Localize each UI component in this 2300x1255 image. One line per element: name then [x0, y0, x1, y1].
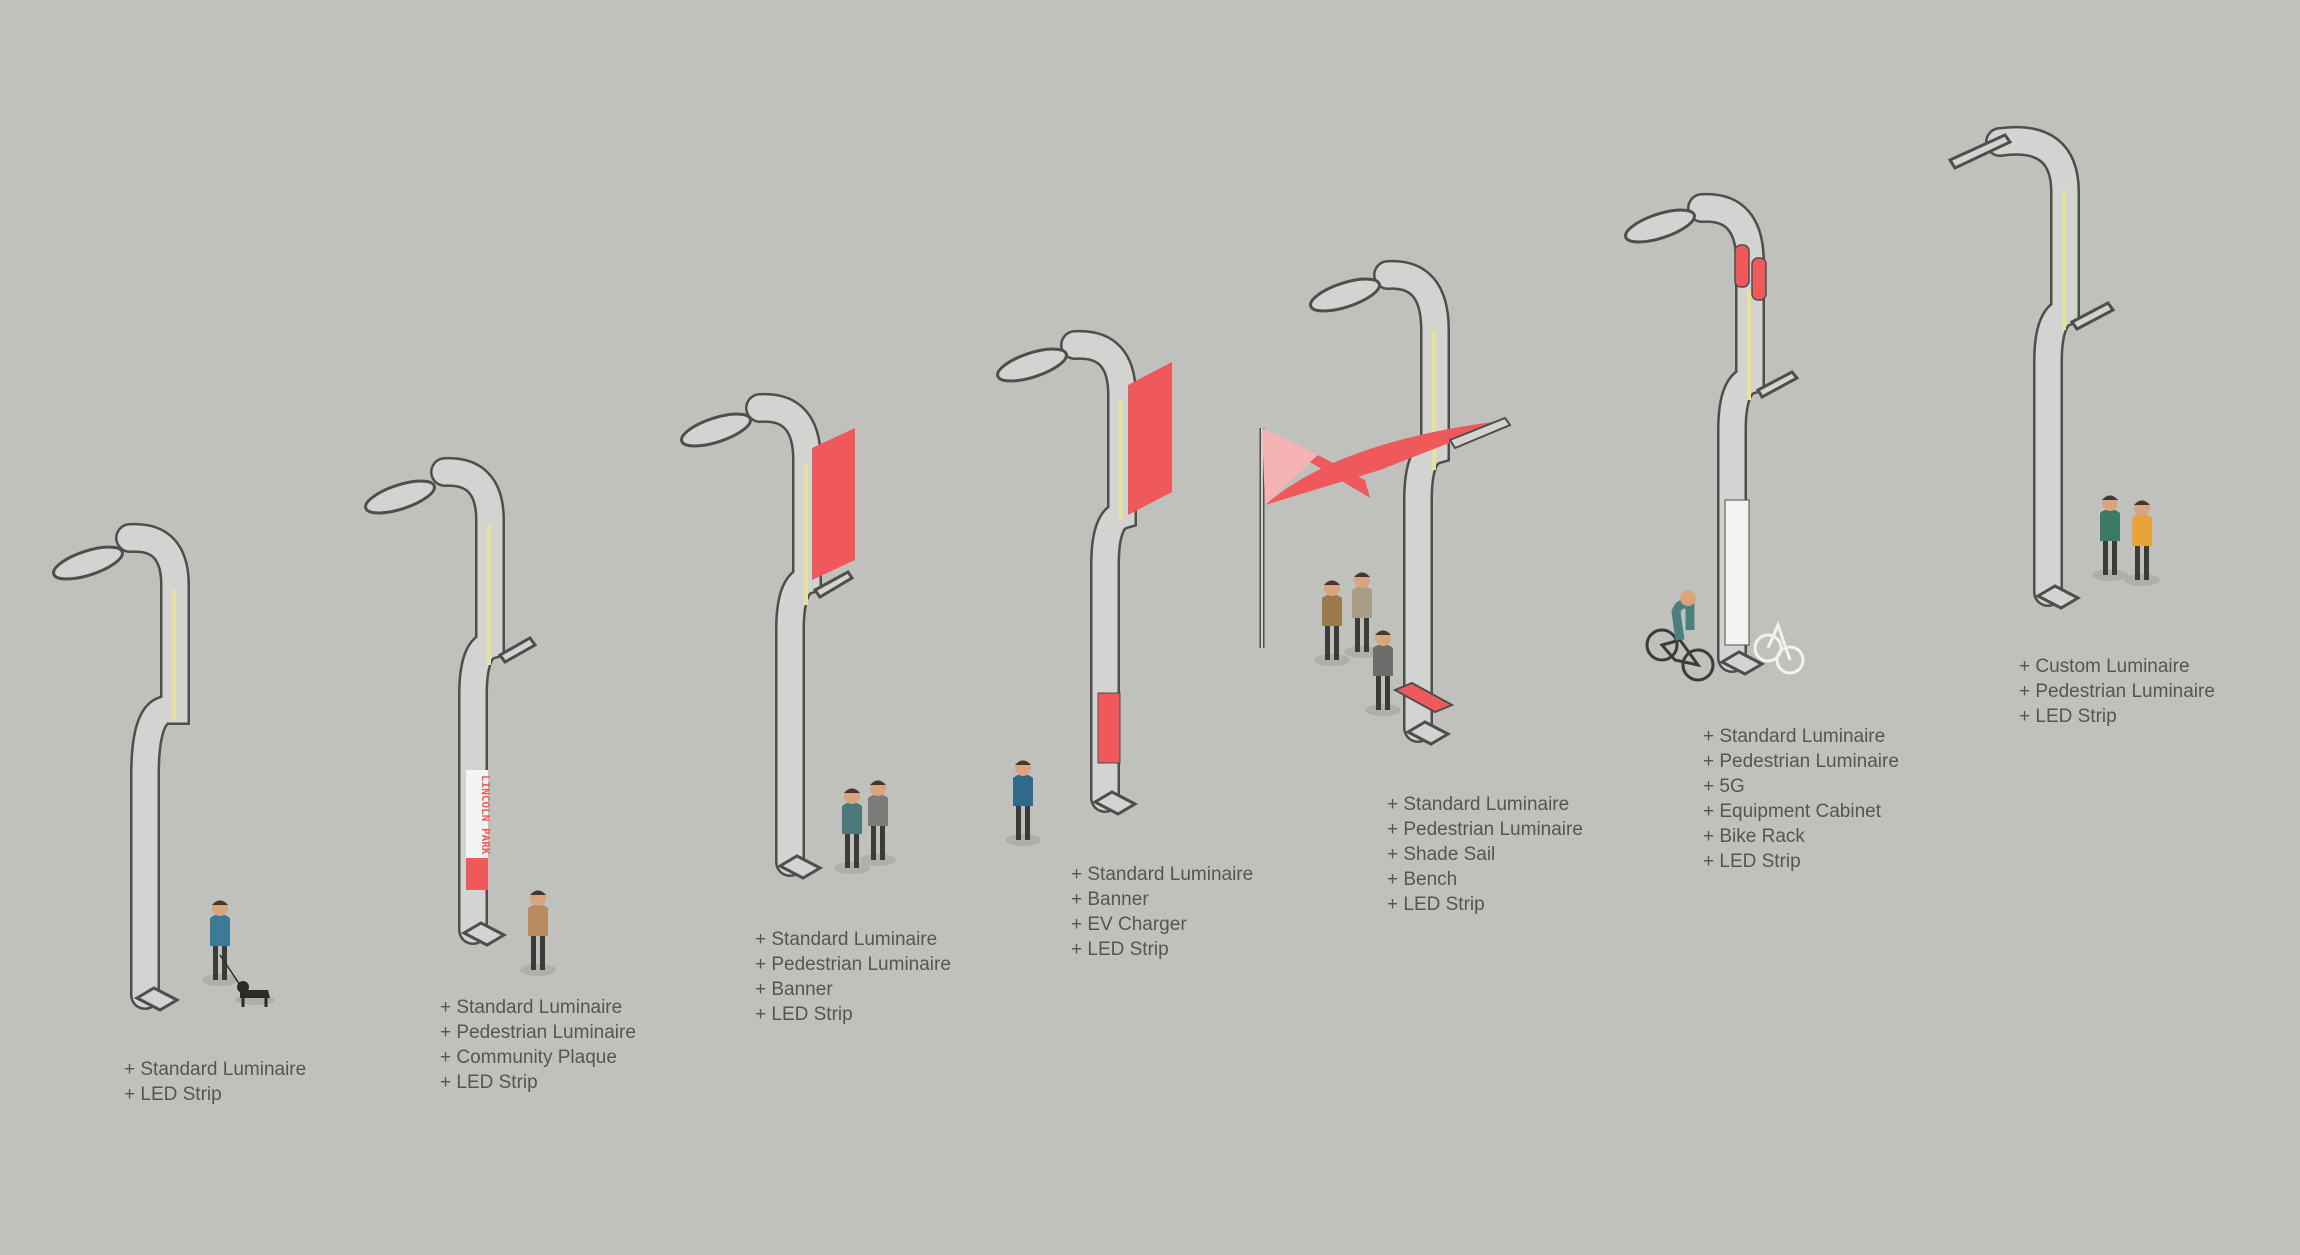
community-plaque: LINCOLN PARK	[466, 770, 492, 890]
pole-6	[1624, 192, 1805, 682]
person-icon	[520, 890, 556, 976]
plaque-text: LINCOLN PARK	[479, 775, 492, 855]
pole-3	[680, 392, 896, 880]
feature-label: + Equipment Cabinet	[1703, 801, 1881, 822]
ev-charger-icon	[1097, 692, 1121, 764]
street-lamp-icon	[1624, 208, 1696, 244]
shade-sail-icon	[1259, 416, 1512, 648]
person-icon	[2124, 500, 2160, 586]
street-lamp-icon	[1309, 277, 1381, 313]
caption-pole-3: + Standard Luminaire + Pedestrian Lumina…	[755, 927, 951, 1027]
feature-label: + LED Strip	[1071, 939, 1169, 960]
feature-label: + Standard Luminaire	[755, 929, 938, 950]
feature-label: + Pedestrian Luminaire	[1703, 751, 1899, 772]
feature-label: + LED Strip	[1387, 894, 1485, 915]
bench-icon	[1392, 681, 1455, 714]
caption-pole-6: + Standard Luminaire + Pedestrian Lumina…	[1703, 724, 1899, 874]
equipment-cabinet-icon	[1724, 499, 1750, 646]
feature-label: + Standard Luminaire	[440, 997, 623, 1018]
street-lamp-icon	[680, 412, 752, 448]
feature-label: + EV Charger	[1071, 914, 1187, 935]
feature-label: + Pedestrian Luminaire	[1387, 819, 1583, 840]
feature-label: + LED Strip	[2019, 706, 2117, 727]
feature-label: + Standard Luminaire	[1387, 794, 1570, 815]
feature-label: + LED Strip	[1703, 851, 1801, 872]
caption-pole-4: + Standard Luminaire + Banner + EV Charg…	[1071, 862, 1253, 962]
person-icon	[1365, 630, 1401, 716]
feature-label: + Custom Luminaire	[2019, 656, 2190, 677]
feature-label: + Pedestrian Luminaire	[440, 1022, 636, 1043]
person-icon	[2092, 495, 2128, 581]
feature-label: + Banner	[1071, 889, 1149, 910]
street-lamp-icon	[364, 479, 436, 515]
person-icon	[1344, 572, 1380, 658]
5g-antenna-icon	[1734, 244, 1767, 301]
pole-4	[996, 329, 1172, 846]
feature-label: + LED Strip	[124, 1084, 222, 1105]
feature-label: + Shade Sail	[1387, 844, 1496, 865]
feature-label: + LED Strip	[755, 1004, 853, 1025]
bike-rack	[1753, 620, 1805, 675]
feature-label: + Banner	[755, 979, 833, 1000]
caption-pole-7: + Custom Luminaire + Pedestrian Luminair…	[2019, 654, 2215, 729]
dog-icon	[219, 954, 275, 1007]
caption-pole-5: + Standard Luminaire + Pedestrian Lumina…	[1387, 792, 1583, 917]
banner-icon	[1128, 362, 1172, 515]
pole-7	[1947, 125, 2160, 610]
person-icon	[860, 780, 896, 866]
feature-label: + Standard Luminaire	[1703, 726, 1886, 747]
feature-label: + Bike Rack	[1703, 826, 1805, 847]
street-lamp-icon	[1947, 133, 2013, 170]
feature-label: + Standard Luminaire	[124, 1059, 307, 1080]
person-icon	[1005, 760, 1041, 846]
feature-label: + Bench	[1387, 869, 1458, 890]
feature-label: + Pedestrian Luminaire	[2019, 681, 2215, 702]
feature-label: + 5G	[1703, 776, 1745, 797]
banner-icon	[812, 428, 855, 580]
street-lamp-icon	[52, 545, 124, 581]
caption-pole-1: + Standard Luminaire + LED Strip	[124, 1057, 306, 1107]
street-lamp-icon	[996, 347, 1068, 383]
caption-pole-2: + Standard Luminaire + Pedestrian Lumina…	[440, 995, 636, 1095]
feature-label: + LED Strip	[440, 1072, 538, 1093]
bicycle-icon	[1645, 590, 1715, 682]
pole-5	[1259, 259, 1512, 746]
feature-label: + Standard Luminaire	[1071, 864, 1254, 885]
feature-label: + Community Plaque	[440, 1047, 617, 1068]
feature-label: + Pedestrian Luminaire	[755, 954, 951, 975]
pole-1	[52, 522, 275, 1012]
pole-2: LINCOLN PARK	[364, 456, 556, 976]
